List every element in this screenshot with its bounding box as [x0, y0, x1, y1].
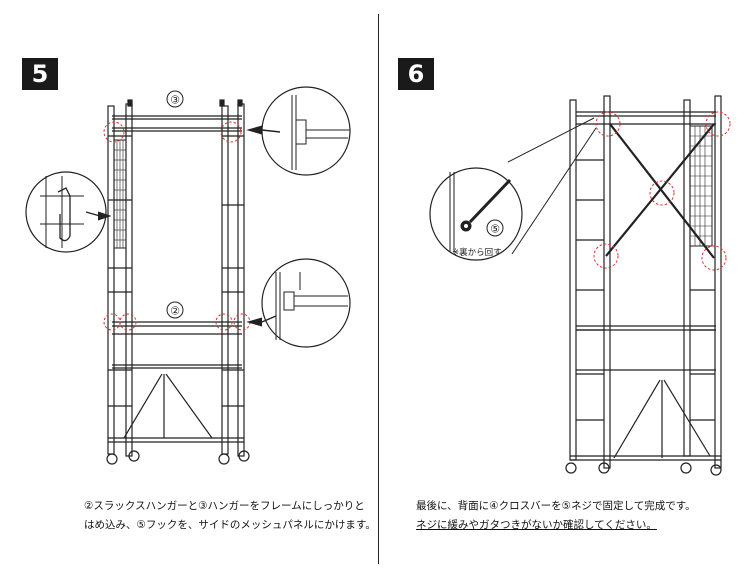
hanger-part-label: ③: [170, 94, 180, 107]
step-6-rack-illustration: [565, 95, 731, 476]
rack-left-post-back: [125, 103, 133, 457]
step-6-caption-line-1: 最後に、背面に④クロスバーを⑤ネジで固定して完成です。: [416, 500, 696, 512]
step-5-caption-line-1: ②スラックスハンガーと③ハンガーをフレームにしっかりと: [84, 500, 365, 512]
step-5-part-labels: ③ ②: [166, 90, 184, 319]
step-5-caption-line-2: はめ込み、⑤フックを、サイドのメッシュパネルにかけます。: [84, 519, 376, 531]
rack-right-post-front: [221, 105, 229, 455]
screw-part-label: ⑤: [490, 223, 500, 236]
rack-left-post-front: [107, 105, 115, 455]
step-6-badge: 6: [398, 58, 434, 90]
rack-right-post-back: [237, 103, 245, 457]
rack6-left-back-post: [569, 99, 577, 461]
step-6-caption-line-2: ネジに緩みやガタつきがないか確認してください。: [416, 519, 657, 531]
rack6-right-front-post: [714, 95, 722, 469]
detail-screw-from-back: [429, 117, 597, 261]
screw-from-back-note: ※裏から回す: [452, 247, 502, 258]
column-divider: [378, 14, 379, 564]
step-5-caption: ②スラックスハンガーと③ハンガーをフレームにしっかりと はめ込み、⑤フックを、サ…: [84, 497, 376, 535]
detail-mesh-hook: [25, 171, 107, 253]
step-5-rack-illustration: [103, 99, 251, 465]
detail-slacks-hanger-joint: [261, 258, 351, 348]
rack6-left-front-post: [603, 95, 611, 469]
step-6-caption: 最後に、背面に④クロスバーを⑤ネジで固定して完成です。 ネジに緩みやガタつきがな…: [416, 497, 696, 535]
slacks-hanger-part-label: ②: [170, 305, 180, 318]
step-5-badge: 5: [22, 58, 58, 90]
